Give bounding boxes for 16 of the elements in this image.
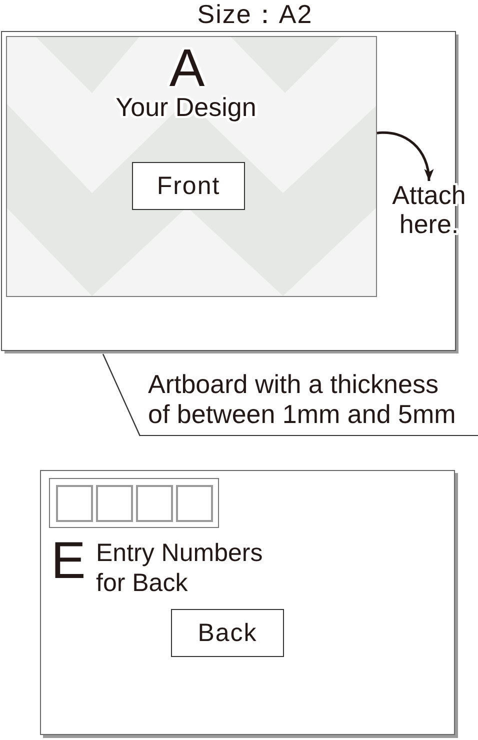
back-card: [40, 470, 455, 735]
number-field: [56, 485, 93, 522]
number-field: [136, 485, 173, 522]
leader-line: [102, 354, 141, 436]
letter-marker: E: [51, 535, 86, 587]
entry-number-frame: [49, 478, 219, 528]
label-box: Front: [132, 162, 245, 210]
label-box: Back: [171, 609, 284, 657]
number-field: [176, 485, 213, 522]
letter-marker: A: [169, 42, 205, 95]
design-label: Your Design: [116, 92, 256, 124]
curved-arrow: [376, 131, 434, 182]
artboard-note: Artboard with a thickness of between 1mm and 5mm: [140, 369, 478, 436]
number-field: [96, 485, 133, 522]
entry-label: Entry Numbers for Back: [96, 538, 264, 598]
size-title: Size：A2: [197, 0, 313, 29]
